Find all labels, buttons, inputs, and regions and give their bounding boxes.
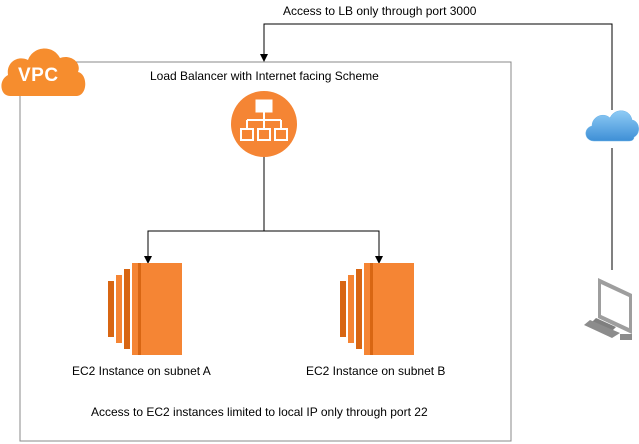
load-balancer-icon (231, 91, 297, 157)
ec2-instance-a-label: EC2 Instance on subnet A (72, 364, 211, 378)
arrow-to-ec2-b (375, 256, 383, 264)
arrow-to-vpc (260, 54, 268, 62)
vpc-cloud-icon (1, 48, 86, 96)
lb-access-note: Access to LB only through port 3000 (283, 4, 477, 18)
vpc-boundary (19, 61, 512, 442)
internet-cloud-icon (585, 110, 639, 142)
internet-access-path (263, 23, 613, 270)
ec2-instance-b-label: EC2 Instance on subnet B (306, 364, 446, 378)
lb-to-ec2-connectors (147, 157, 380, 256)
desktop-computer-icon (584, 278, 632, 340)
vpc-badge-label: VPC (18, 65, 59, 86)
arrow-to-ec2-a (144, 256, 152, 264)
ec2-instance-icon (108, 263, 182, 355)
ec2-access-note: Access to EC2 instances limited to local… (91, 405, 428, 419)
load-balancer-label: Load Balancer with Internet facing Schem… (150, 69, 379, 83)
ec2-instance-icon (340, 263, 414, 355)
